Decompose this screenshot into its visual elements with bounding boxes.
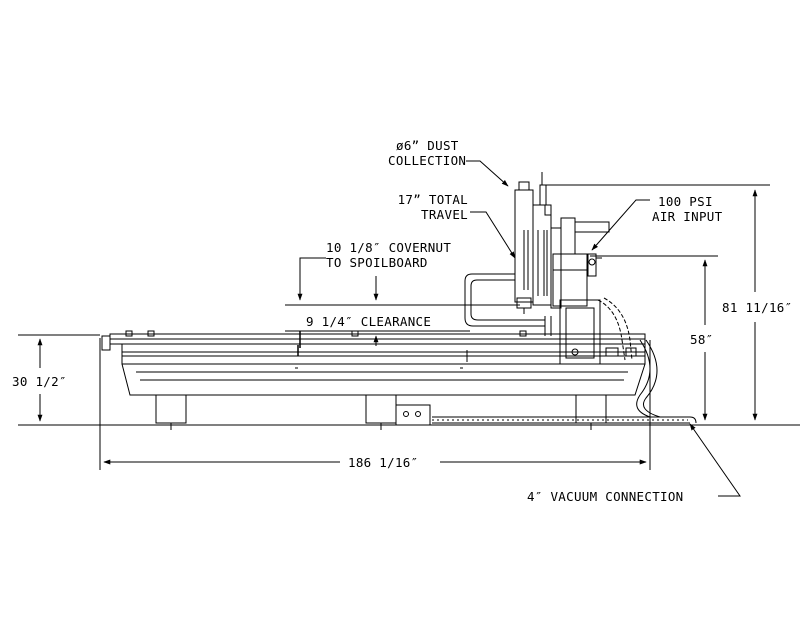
total-travel-line1: 17” TOTAL (397, 192, 468, 207)
dust-collection-line1: ø6” DUST (396, 138, 459, 153)
vacuum-connection-label: 4″ VACUUM CONNECTION (527, 489, 684, 504)
leader-lines (466, 161, 740, 496)
gantry (465, 172, 632, 364)
dust-collection-label: ø6” DUST COLLECTION (388, 138, 466, 168)
air-input-line1: 100 PSI (658, 194, 713, 209)
total-travel-line2: TRAVEL (421, 207, 468, 222)
clearance-label: 9 1/4″ CLEARANCE (306, 314, 432, 329)
covernut-line1: 10 1/8″ COVERNUT (326, 240, 452, 255)
total-travel-label: 17” TOTAL TRAVEL (380, 192, 468, 222)
overall-length-label: 186 1/16″ (348, 455, 419, 470)
machine-table (102, 331, 645, 395)
dust-collection-line2: COLLECTION (388, 153, 467, 168)
air-input-line2: AIR INPUT (652, 209, 723, 224)
air-input-label: 100 PSI AIR INPUT (652, 194, 722, 224)
dimension-lines (18, 185, 770, 470)
covernut-label: 10 1/8″ COVERNUT TO SPOILBOARD (326, 240, 451, 270)
covernut-line2: TO SPOILBOARD (326, 255, 428, 270)
gantry-height-label: 58″ (690, 332, 714, 347)
overall-height-label: 81 11/16″ (722, 300, 793, 315)
vacuum-hose (432, 340, 696, 423)
table-height-label: 30 1/2″ (12, 374, 67, 389)
